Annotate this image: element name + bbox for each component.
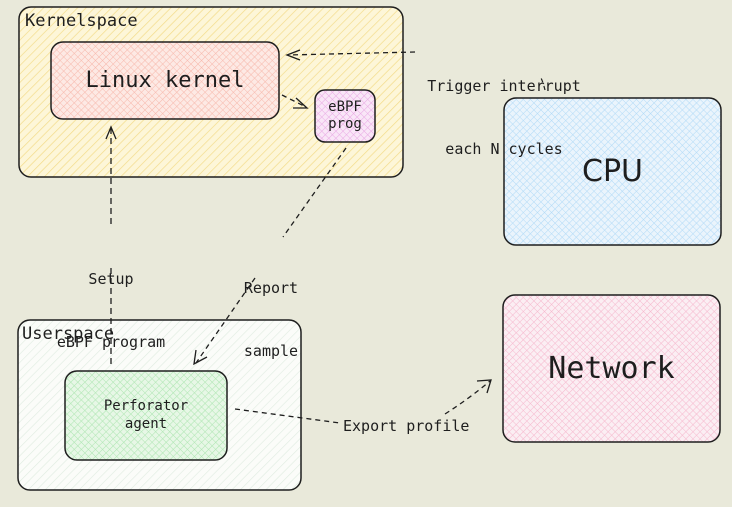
export-profile-label: Export profile — [343, 417, 470, 435]
kernel-to-ebpf-arrow — [281, 94, 307, 108]
trigger-line2: each N cycles — [445, 140, 563, 158]
kernelspace-title: Kernelspace — [25, 11, 138, 31]
setup-ebpf-label: Setup eBPF program — [46, 227, 176, 374]
export-arrowhead — [476, 379, 492, 394]
report-arrowhead — [193, 349, 208, 366]
ebpf-prog-label: eBPF prog — [315, 90, 375, 142]
trigger-arrowhead — [285, 49, 301, 61]
ebpf-prog-line2: prog — [328, 116, 362, 132]
ebpf-prog-node[interactable] — [314, 89, 376, 143]
setup-arrowhead — [105, 125, 117, 140]
trigger-arrow-line — [287, 51, 416, 56]
network-node[interactable] — [502, 294, 721, 443]
cpu-label: CPU — [582, 153, 643, 189]
linux-kernel-node[interactable] — [50, 41, 280, 120]
trigger-line1: Trigger interrupt — [427, 77, 581, 95]
setup-line1: Setup — [88, 270, 134, 288]
trigger-interrupt-label: Trigger interrupt each N cycles — [412, 34, 596, 181]
trigger-arrow — [540, 77, 546, 91]
kernel-to-ebpf-arrowhead — [293, 97, 309, 109]
report-sample-label: Report sample — [236, 236, 306, 383]
perforator-agent-line2: agent — [124, 415, 168, 432]
report-line2: sample — [243, 342, 299, 360]
userspace-title: Userspace — [22, 324, 115, 344]
cpu-node[interactable] — [503, 97, 722, 246]
perforator-agent-node[interactable] — [64, 370, 228, 461]
export-arrow-right — [444, 380, 491, 415]
perforator-agent-label: Perforator agent — [65, 371, 227, 460]
report-line1: Report — [243, 279, 299, 297]
report-arrow-upper — [282, 147, 347, 238]
perforator-agent-line1: Perforator — [103, 398, 189, 414]
network-label: Network — [548, 350, 675, 386]
linux-kernel-label: Linux kernel — [85, 67, 245, 93]
ebpf-prog-line1: eBPF — [328, 98, 362, 115]
setup-line2: eBPF program — [56, 333, 166, 351]
